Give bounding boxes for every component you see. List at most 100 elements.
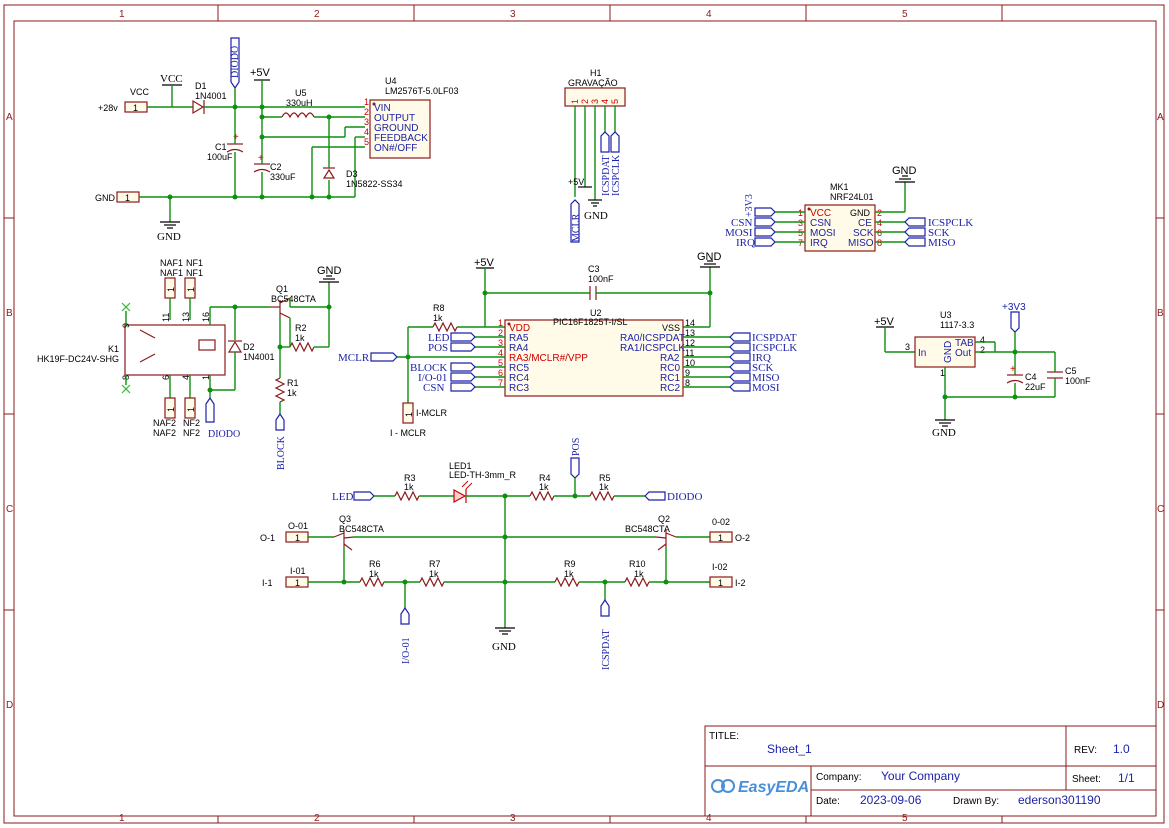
gnd-input-connector[interactable]: 1 GND bbox=[95, 191, 140, 203]
mclr-net-flag-mcu[interactable]: MCLR bbox=[338, 352, 398, 364]
radio-module-mk1[interactable]: MK1 NRF24L01 VCC CSN MOSI IRQ 1 3 5 7 GN… bbox=[798, 182, 882, 252]
svg-text:K1: K1 bbox=[108, 344, 119, 354]
diodo-net-flag-top[interactable]: DIODO bbox=[230, 37, 241, 90]
svg-text:7: 7 bbox=[498, 378, 503, 388]
resistor-r9[interactable]: R9 1k bbox=[554, 559, 580, 588]
svg-text:NAF1: NAF1 bbox=[160, 268, 183, 278]
connector-o01-label: O-1 bbox=[260, 533, 275, 543]
connector-imclr[interactable]: 1 I-MCLR I - MCLR bbox=[390, 402, 447, 438]
diode-d1[interactable]: D1 1N4001 bbox=[192, 81, 227, 115]
transistor-q1[interactable]: Q1 BC548CTA bbox=[270, 284, 316, 319]
vcc-input-label: +28v bbox=[98, 103, 118, 113]
connector-i02[interactable]: 1 I-02 I-2 bbox=[709, 562, 746, 588]
connector-naf1[interactable]: 1 NAF1 NAF1 bbox=[160, 258, 183, 299]
svg-text:O-01: O-01 bbox=[288, 521, 308, 531]
svg-text:1: 1 bbox=[718, 578, 723, 588]
resistor-r6[interactable]: R6 1k bbox=[359, 559, 385, 588]
svg-text:4: 4 bbox=[600, 99, 610, 104]
resistor-r1[interactable]: R1 1k bbox=[274, 377, 299, 403]
capacitor-c2[interactable]: + C2 330uF bbox=[253, 153, 296, 182]
svg-text:1: 1 bbox=[133, 103, 138, 113]
svg-text:1: 1 bbox=[125, 193, 130, 203]
transistor-q2[interactable]: Q2 BC548CTA bbox=[625, 514, 677, 551]
svg-text:2: 2 bbox=[580, 99, 590, 104]
svg-text:TAB: TAB bbox=[955, 338, 974, 349]
mk1-right-netflags[interactable]: ICSPCLK SCK MISO bbox=[904, 217, 973, 249]
icspdat-net-flag-lower[interactable]: ICSPDAT bbox=[600, 598, 612, 670]
mk1-left-netflags[interactable]: +3V3 CSN MOSI IRQ bbox=[725, 194, 776, 249]
diodo-net-flag-relay[interactable]: DIODO bbox=[205, 396, 240, 440]
svg-text:GND: GND bbox=[584, 210, 608, 222]
svg-text:R7: R7 bbox=[429, 559, 441, 569]
mclr-net-flag-h1[interactable]: MCLR bbox=[570, 199, 582, 243]
gnd-symbol-mk1: GND bbox=[892, 165, 917, 183]
capacitor-c5[interactable]: C5 100nF bbox=[1047, 366, 1091, 386]
svg-text:1: 1 bbox=[201, 375, 211, 380]
regulator-u3[interactable]: U3 1117-3.3 In GND TAB Out 3 1 4 2 bbox=[905, 310, 985, 378]
connector-naf2[interactable]: 1 NAF2 NAF2 bbox=[153, 397, 176, 438]
svg-text:H1: H1 bbox=[590, 68, 602, 78]
connector-o02[interactable]: 1 0-02 O-2 bbox=[709, 517, 750, 543]
connector-nf1[interactable]: 1 NF1 NF1 bbox=[184, 258, 203, 299]
resistor-r5[interactable]: R5 1k bbox=[589, 473, 615, 502]
svg-text:0-02: 0-02 bbox=[712, 517, 730, 527]
icspclk-net-flag-h1[interactable]: ICSPCLK bbox=[610, 131, 622, 196]
led-led1[interactable]: LED1 LED-TH-3mm_R bbox=[449, 461, 517, 504]
svg-text:Q3: Q3 bbox=[339, 514, 351, 524]
svg-text:+: + bbox=[1010, 364, 1016, 375]
svg-text:NF1: NF1 bbox=[186, 268, 203, 278]
resistor-r10[interactable]: R10 1k bbox=[624, 559, 650, 588]
svg-text:1k: 1k bbox=[564, 569, 574, 579]
svg-text:100nF: 100nF bbox=[1065, 376, 1091, 386]
resistor-r4[interactable]: R4 1k bbox=[529, 473, 555, 502]
io01-net-flag-lower[interactable]: I/O-01 bbox=[400, 606, 412, 664]
block-net-flag-relay[interactable]: BLOCK bbox=[275, 412, 287, 470]
svg-text:D1: D1 bbox=[195, 81, 207, 91]
resistor-r8[interactable]: R8 1k bbox=[432, 303, 458, 333]
led-net-flag[interactable]: LED bbox=[332, 491, 375, 503]
col-label-4-bottom: 4 bbox=[706, 813, 712, 824]
svg-text:C5: C5 bbox=[1065, 366, 1077, 376]
svg-text:1k: 1k bbox=[539, 482, 549, 492]
p3v3-net-flag-u3[interactable]: +3V3 bbox=[1002, 302, 1026, 333]
svg-text:I/O-01: I/O-01 bbox=[418, 372, 447, 384]
mcu-left-netflags[interactable]: LED POS BLOCK I/O-01 CSN bbox=[410, 332, 476, 394]
diode-d3[interactable]: D3 1N5822-SS34 bbox=[322, 167, 403, 189]
relay-k1[interactable]: K1 HK19F-DC24V-SHG 9 11 13 16 8 6 4 1 bbox=[37, 312, 226, 380]
row-label-a: A bbox=[6, 112, 13, 123]
resistor-r2[interactable]: R2 1k bbox=[289, 323, 315, 353]
svg-text:FEEDBACK: FEEDBACK bbox=[374, 133, 428, 144]
connector-nf2[interactable]: 1 NF2 NF2 bbox=[183, 397, 200, 438]
resistor-r3[interactable]: R3 1k bbox=[394, 473, 420, 502]
connector-i01-label: I-1 bbox=[262, 578, 273, 588]
diodo-net-flag-io[interactable]: DIODO bbox=[644, 491, 702, 503]
svg-text:1N4001: 1N4001 bbox=[195, 91, 227, 101]
inductor-u5[interactable]: U5 330uH bbox=[281, 88, 315, 119]
svg-text:D2: D2 bbox=[243, 342, 255, 352]
transistor-q3[interactable]: Q3 BC548CTA bbox=[333, 514, 384, 551]
capacitor-c4[interactable]: + C4 22uF bbox=[1006, 364, 1046, 392]
resistor-r7[interactable]: R7 1k bbox=[419, 559, 445, 588]
regulator-u4[interactable]: U4 LM2576T-5.0LF03 VIN OUTPUT GROUND FEE… bbox=[364, 76, 459, 159]
connector-i01[interactable]: 1 I-01 I-1 bbox=[262, 566, 309, 588]
pos-net-flag[interactable]: POS bbox=[570, 438, 582, 479]
capacitor-c3[interactable]: C3 100nF bbox=[588, 264, 614, 300]
svg-text:BC548CTA: BC548CTA bbox=[625, 524, 670, 534]
gnd-symbol-mcu: GND bbox=[697, 251, 722, 268]
svg-text:I-MCLR: I-MCLR bbox=[416, 408, 447, 418]
mcu-u2[interactable]: U2 PIC16F1825T-I/SL VDD RA5 RA4 RA3/MCLR… bbox=[498, 308, 695, 397]
programming-header-h1[interactable]: H1 GRAVAÇÃO 1 2 3 4 5 bbox=[564, 68, 626, 107]
capacitor-c1[interactable]: + C1 100uF bbox=[207, 132, 244, 162]
svg-text:MCLR: MCLR bbox=[571, 213, 582, 242]
mcu-right-netflags[interactable]: ICSPDAT ICSPCLK IRQ SCK MISO MOSI bbox=[729, 332, 797, 394]
svg-text:DIODO: DIODO bbox=[208, 429, 240, 440]
svg-text:DIODO: DIODO bbox=[230, 46, 241, 78]
svg-text:22uF: 22uF bbox=[1025, 382, 1046, 392]
svg-text:330uH: 330uH bbox=[286, 98, 313, 108]
connector-o01[interactable]: 1 O-01 O-1 bbox=[260, 521, 309, 543]
row-label-d-right: D bbox=[1157, 700, 1164, 711]
svg-text:1k: 1k bbox=[404, 482, 414, 492]
svg-text:VIN: VIN bbox=[374, 103, 391, 114]
vcc-input-connector[interactable]: 1 +28v VCC bbox=[98, 87, 150, 113]
icspdat-net-flag-h1[interactable]: ICSPDAT bbox=[600, 131, 612, 196]
